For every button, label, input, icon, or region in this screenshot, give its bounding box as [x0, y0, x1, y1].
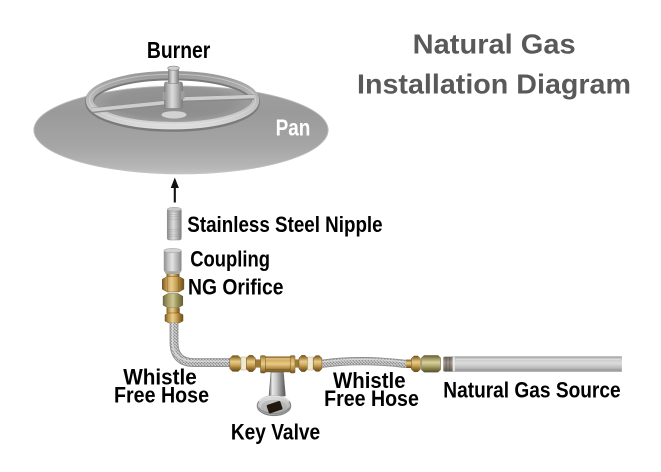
svg-text:Installation Diagram: Installation Diagram	[357, 69, 631, 100]
svg-text:Natural Gas Source: Natural Gas Source	[443, 377, 620, 402]
svg-text:Whistle: Whistle	[123, 365, 197, 390]
svg-text:Free Hose: Free Hose	[324, 386, 419, 411]
svg-text:NG Orifice: NG Orifice	[188, 274, 284, 299]
svg-text:Burner: Burner	[147, 37, 211, 63]
svg-text:Coupling: Coupling	[190, 247, 270, 272]
svg-text:Free Hose: Free Hose	[114, 383, 209, 408]
svg-text:Whistle: Whistle	[333, 368, 406, 393]
svg-text:Stainless Steel Nipple: Stainless Steel Nipple	[187, 212, 382, 237]
svg-text:Pan: Pan	[276, 115, 311, 141]
svg-text:Key Valve: Key Valve	[231, 420, 320, 445]
svg-text:Natural Gas: Natural Gas	[413, 29, 576, 60]
